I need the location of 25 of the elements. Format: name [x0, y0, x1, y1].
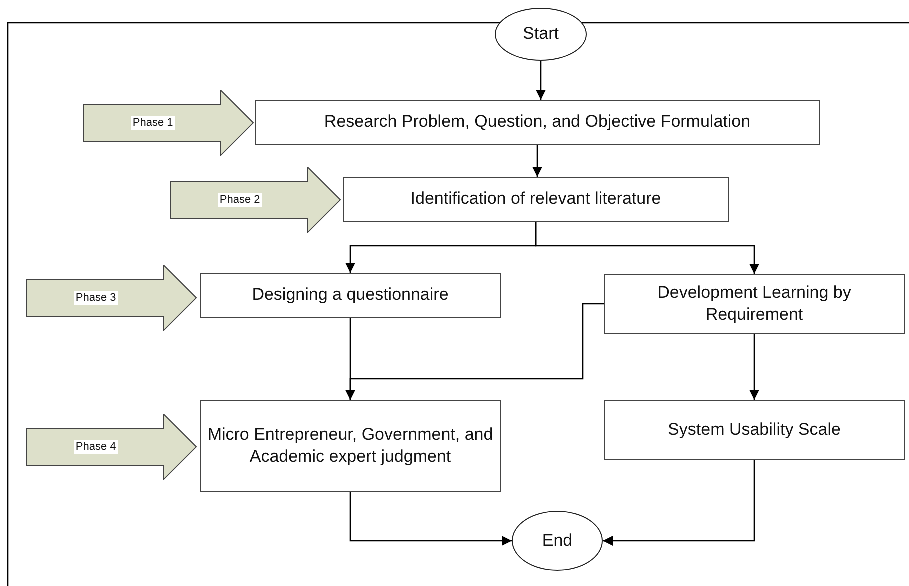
process-box: [255, 100, 820, 145]
process-box: [604, 400, 905, 460]
arrow: [536, 61, 546, 100]
arrow: [532, 145, 542, 177]
arrow: [535, 222, 760, 274]
process-box: [604, 274, 905, 334]
step-label: Research Problem, Question, and Objective Formulation: [323, 111, 752, 134]
phase-label: Phase 3: [74, 291, 118, 305]
arrow: [346, 303, 604, 400]
arrow: [350, 492, 512, 546]
process-box: [343, 177, 729, 222]
arrow: [603, 460, 756, 546]
step-label: Start: [522, 23, 560, 46]
arrow: [750, 334, 760, 400]
process-box: [200, 400, 501, 492]
phase-label: Phase 1: [130, 116, 176, 130]
step-label: Identification of relevant literature: [410, 188, 662, 210]
process-box: [200, 273, 501, 318]
step-label: System Usability Scale: [667, 418, 842, 441]
phase-label: Phase 2: [218, 193, 262, 207]
step-label: Designing a questionnaire: [251, 284, 450, 306]
step-label: End: [541, 530, 574, 552]
step-label: Development Learning by Requirement: [656, 282, 852, 326]
step-label: Micro Entrepreneur, Government, and Academic expert judgment: [206, 424, 494, 468]
phase-label: Phase 4: [74, 440, 118, 454]
